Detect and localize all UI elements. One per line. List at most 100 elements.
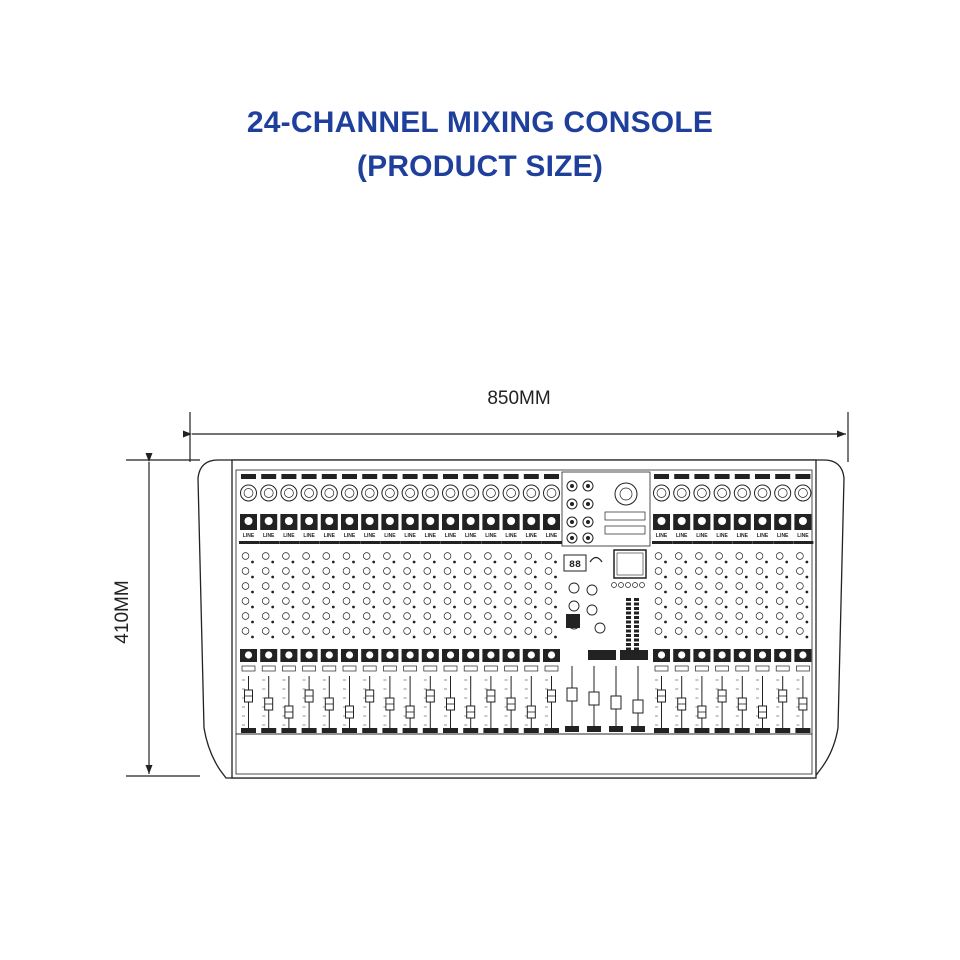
eq-led [533, 560, 537, 564]
eq-led [744, 620, 748, 624]
eq-knob-icon [463, 612, 472, 620]
xlr-input-icon [300, 484, 318, 502]
eq-knob-icon [775, 552, 784, 560]
channel-header-tag [342, 474, 357, 479]
xlr-inner-ring [304, 488, 314, 498]
eq-knob-icon [654, 612, 663, 620]
line-label: LINE [656, 533, 668, 539]
eq-knob-icon [544, 597, 553, 605]
eq-knob-icon [735, 612, 744, 620]
eq-led [664, 575, 667, 579]
pan-knob-icon [799, 651, 807, 659]
eq-knob-icon [322, 552, 331, 560]
eq-knob-icon [524, 597, 533, 605]
pan-knob-icon [265, 651, 273, 659]
gain-knob-icon [426, 517, 435, 525]
eq-knob-icon [423, 627, 432, 635]
pan-knob-icon [758, 651, 767, 659]
eq-knob-icon [282, 612, 290, 620]
channel-header-tag [674, 474, 690, 479]
eq-knob-icon [715, 552, 723, 560]
eq-led [805, 575, 809, 579]
xlr-inner-ring [364, 488, 375, 498]
xlr-input-icon [653, 484, 670, 502]
eq-led [392, 590, 396, 594]
line-label: LINE [263, 533, 275, 539]
eq-knob-icon [524, 582, 533, 590]
xlr-inner-ring [676, 488, 687, 498]
eq-led [331, 635, 335, 639]
eq-knob-icon [755, 627, 764, 635]
channel-strip: LINE [299, 474, 320, 733]
eq-knob-icon [261, 567, 270, 575]
xlr-input-icon [543, 484, 560, 502]
eq-led [392, 560, 396, 564]
eq-knob-icon [362, 582, 371, 590]
eq-led [724, 635, 728, 639]
xlr-input-icon [522, 484, 540, 502]
line-label: LINE [676, 533, 688, 539]
eq-led [291, 605, 295, 609]
eq-knob-icon [796, 612, 804, 620]
gain-knob-icon [527, 517, 536, 525]
eq-knob-icon [261, 582, 270, 590]
eq-knob-icon [674, 552, 683, 560]
eq-led [412, 575, 416, 579]
eq-led [372, 605, 376, 609]
eq-knob-icon [342, 552, 351, 560]
line-label: LINE [303, 533, 315, 539]
mute-button-icon [463, 665, 478, 672]
eq-led [493, 590, 497, 594]
gain-knob-icon [264, 517, 273, 525]
gain-knob-icon [778, 517, 787, 525]
eq-led [372, 575, 376, 579]
mute-button-icon [796, 665, 810, 672]
lcd-button-icon [632, 582, 638, 588]
gain-knob-icon [486, 517, 495, 525]
eq-knob-icon [544, 552, 553, 560]
eq-led [805, 590, 809, 594]
mute-button-icon [695, 665, 709, 672]
mute-button-icon [544, 665, 559, 672]
gain-knob-icon [284, 517, 293, 525]
xlr-inner-ring [526, 488, 537, 498]
eq-knob-icon [302, 582, 310, 590]
headphone-icon [589, 556, 603, 563]
eq-knob-icon [362, 627, 371, 635]
usb-port-panel [604, 511, 646, 521]
line-label: LINE [324, 533, 336, 539]
eq-knob-icon [463, 552, 472, 560]
mute-button-icon [423, 665, 438, 672]
eq-led [412, 620, 416, 624]
eq-led [251, 560, 254, 564]
eq-led [493, 635, 497, 639]
eq-knob-icon [715, 597, 723, 605]
output-jack-core [570, 502, 574, 506]
eq-knob-icon [715, 612, 723, 620]
eq-knob-icon [362, 612, 371, 620]
eq-knob-icon [484, 597, 492, 605]
eq-knob-icon [383, 627, 391, 635]
eq-knob-icon [524, 552, 533, 560]
eq-led [473, 635, 477, 639]
eq-led [311, 590, 315, 594]
eq-knob-icon [261, 612, 270, 620]
eq-knob-icon [654, 582, 663, 590]
eq-led [664, 605, 667, 609]
pan-knob-icon [244, 651, 253, 659]
mute-button-icon [241, 665, 256, 672]
eq-led [251, 605, 254, 609]
eq-led [765, 605, 768, 609]
eq-led [352, 620, 355, 624]
line-label: LINE [485, 533, 497, 539]
mute-button-icon [674, 665, 689, 672]
lcd-screen-inner [616, 552, 644, 576]
eq-knob-icon [302, 627, 310, 635]
eq-led [311, 575, 315, 579]
eq-knob-icon [322, 597, 331, 605]
eq-led [785, 575, 789, 579]
eq-led [392, 605, 396, 609]
level-meter-led [634, 602, 639, 606]
eq-led [765, 560, 768, 564]
